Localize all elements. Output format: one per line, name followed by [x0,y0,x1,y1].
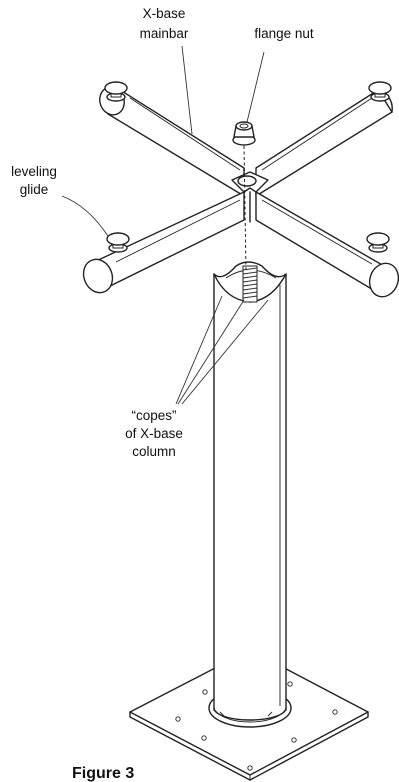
assembly-axis [243,145,247,273]
xbase-mainbar-label-line1: X-base [143,6,186,21]
xbase-hub [231,171,269,223]
arm-back-right [255,81,393,197]
leveling-glide-label-line1: leveling [11,164,57,179]
xbase-mainbar-label-line2: mainbar [140,26,189,41]
leveling-glide-front-right [366,232,390,253]
flange-nut-label: flange nut [254,26,314,41]
flange-nut [232,121,256,146]
leveling-glide-back-left [104,81,128,102]
leader-lines [61,45,269,405]
leveling-glide-label-line2: glide [20,182,49,197]
arm-front-left [82,191,245,294]
mounting-holes [175,681,338,771]
figure-caption: Figure 3 [72,765,134,782]
arm-back-left [99,81,245,197]
copes-label-line2: of X-base [125,426,183,441]
arm-front-right [255,191,399,298]
leveling-glide-back-right [368,81,392,102]
xbase-column [213,261,287,721]
threaded-stud [242,265,258,303]
copes-label-line3: column [132,444,176,459]
leveling-glide-front-left [106,232,130,253]
copes-label-line1: “copes” [131,408,176,423]
